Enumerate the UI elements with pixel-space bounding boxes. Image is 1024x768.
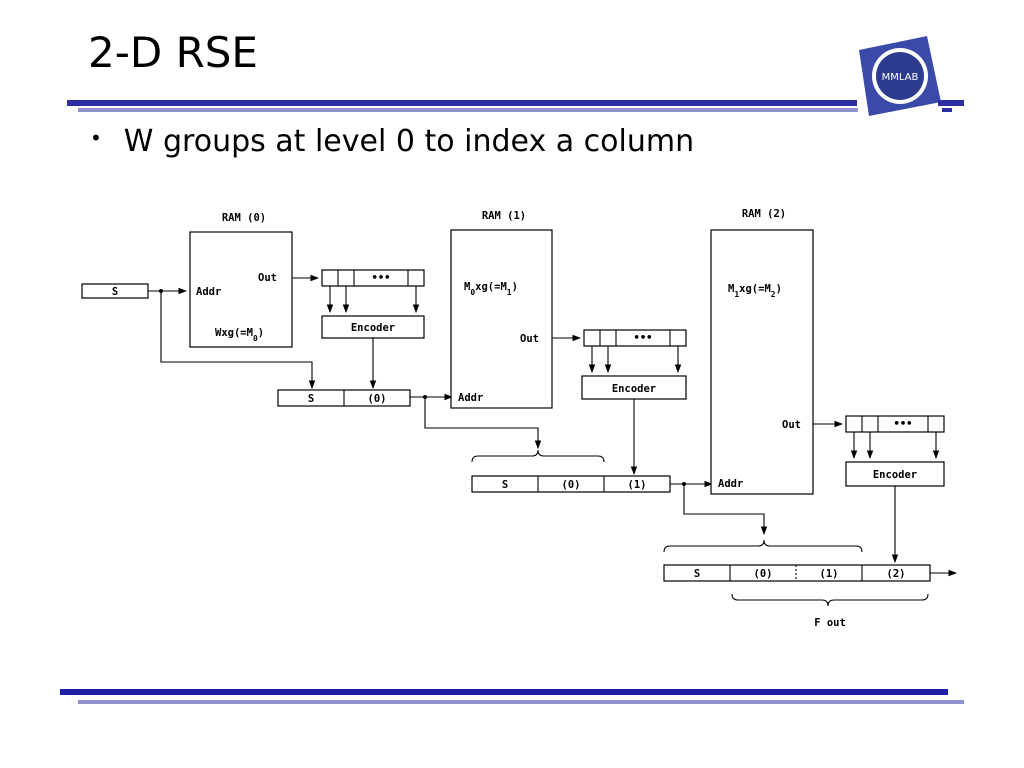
ram0-size: Wxg(=M0)	[215, 327, 264, 343]
ram1-title: RAM (1)	[482, 210, 526, 222]
reg1-s: S	[308, 393, 314, 405]
ram0-box	[189, 231, 293, 348]
reg1-0: (0)	[368, 393, 387, 405]
out-reg0-dots: •••	[372, 272, 391, 284]
encoder0-label: Encoder	[351, 322, 395, 334]
encoder1-label: Encoder	[612, 383, 656, 395]
ram2-size: M1xg(=M2)	[728, 283, 782, 299]
out-reg2-dots: •••	[894, 418, 913, 430]
ram0-out: Out	[258, 272, 277, 284]
out-reg0	[321, 269, 425, 287]
ram1-box	[450, 229, 553, 409]
reg3-s: S	[694, 568, 700, 580]
ram2-box	[710, 229, 814, 495]
reg3-1: (1)	[820, 568, 839, 580]
reg3-0: (0)	[754, 568, 773, 580]
out-reg1	[583, 329, 687, 347]
reg2-0: (0)	[562, 479, 581, 491]
ram2-addr: Addr	[718, 478, 743, 490]
reg3-2: (2)	[887, 568, 906, 580]
bullet-item: • W groups at level 0 to index a column	[90, 124, 694, 159]
ram1-addr: Addr	[458, 392, 483, 404]
logo-text: MMLAB	[882, 72, 919, 83]
header-rule-end	[938, 100, 964, 106]
header-rule	[67, 100, 857, 106]
fout-label: F out	[814, 617, 846, 629]
ram2-title: RAM (2)	[742, 208, 786, 220]
out-reg1-dots: •••	[634, 332, 653, 344]
encoder2-label: Encoder	[873, 469, 917, 481]
reg2-s: S	[502, 479, 508, 491]
slide-title: 2-D RSE	[88, 28, 258, 77]
bullet-text: W groups at level 0 to index a column	[123, 124, 695, 159]
out-reg2	[845, 415, 945, 433]
ram0-title: RAM (0)	[222, 212, 266, 224]
ram1-out: Out	[520, 333, 539, 345]
header-rule-end-small	[942, 108, 952, 112]
header-rule-light	[78, 108, 858, 112]
bullet-dot: •	[90, 126, 102, 150]
footer-rule	[60, 689, 948, 695]
input-s-label: S	[112, 286, 118, 298]
ram2-out: Out	[782, 419, 801, 431]
ram0-addr: Addr	[196, 286, 221, 298]
mmlab-logo: MMLAB	[855, 36, 941, 116]
reg2-1: (1)	[628, 479, 647, 491]
encoder2-box	[845, 461, 945, 487]
ram1-size: M0xg(=M1)	[464, 281, 518, 297]
footer-rule-light	[78, 700, 964, 704]
